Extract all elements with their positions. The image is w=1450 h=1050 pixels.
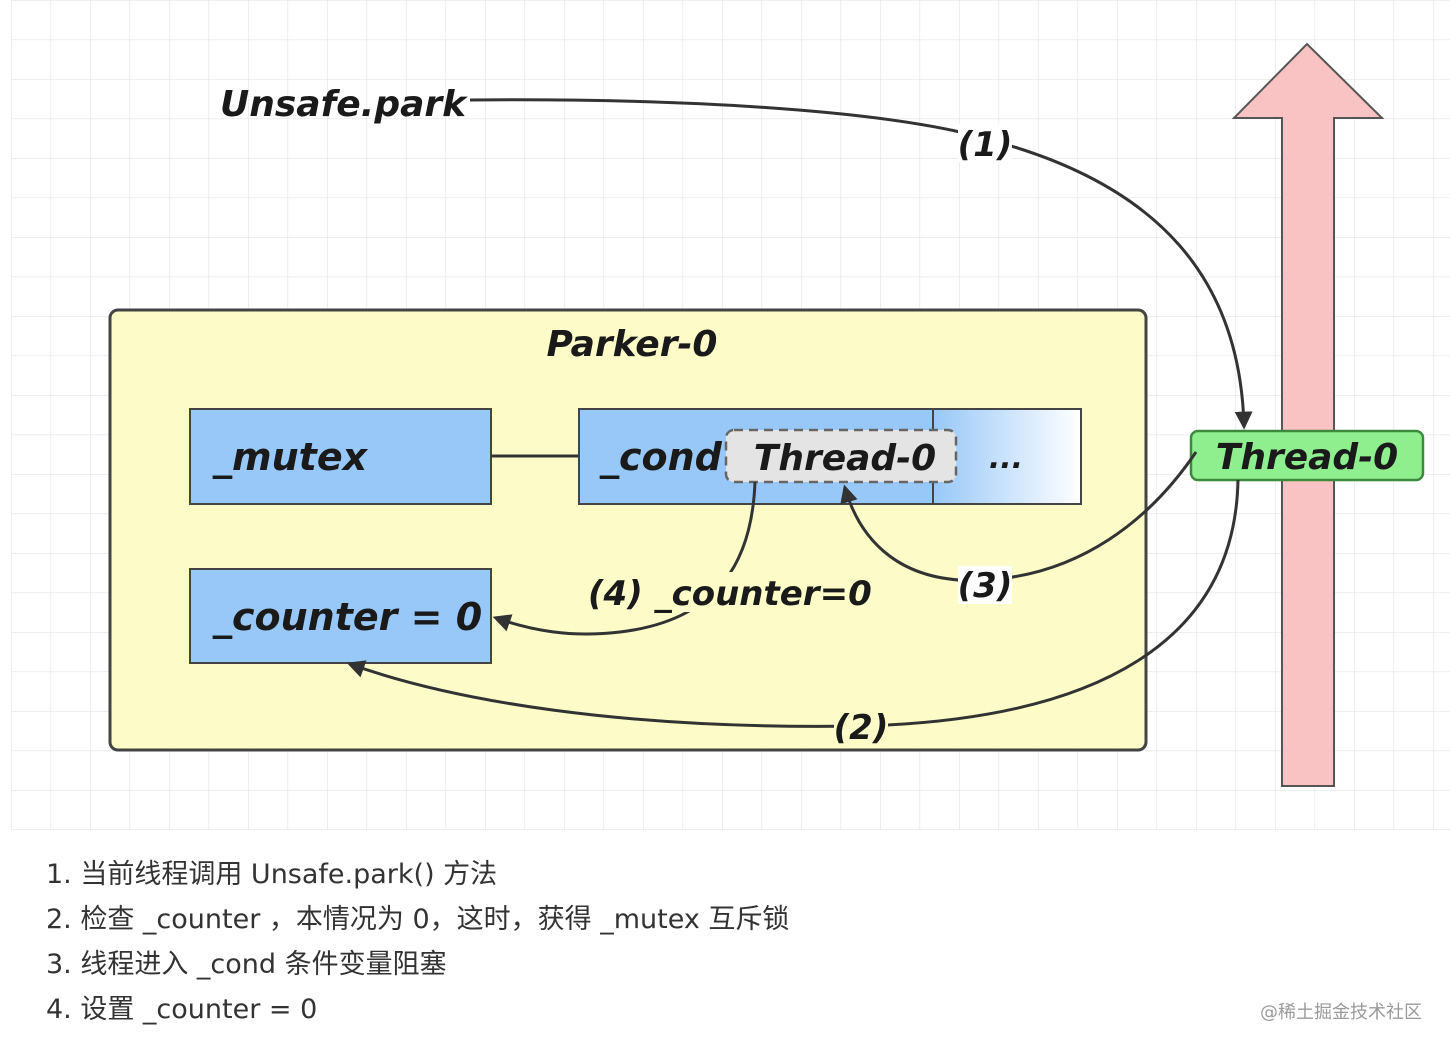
- caller-label: Unsafe.park: [220, 84, 468, 125]
- cond-waiting-thread-box: [724, 428, 958, 484]
- step-1-label-bg: [958, 124, 1012, 162]
- step-4-label-bg: [586, 572, 862, 612]
- cond-label: _cond: [599, 435, 723, 479]
- step-notes: 1. 当前线程调用 Unsafe.park() 方法 2. 检查 _counte…: [46, 852, 789, 1032]
- mutex-label: _mutex: [212, 435, 369, 479]
- counter-box: [189, 568, 492, 664]
- parker-title: Parker-0: [547, 324, 718, 365]
- thread-label: Thread-0: [1216, 437, 1398, 478]
- counter-label: _counter = 0: [212, 595, 482, 639]
- credit-watermark: @稀土掘金技术社区: [1260, 1002, 1422, 1023]
- step-3-label-bg: [958, 566, 1012, 604]
- cond-queue-more-label: ...: [989, 441, 1023, 476]
- cond-queue-more-box: [932, 408, 1082, 505]
- step-1-label: (1): [958, 125, 1013, 165]
- step-2-label: (2): [834, 708, 889, 748]
- parker-box: [108, 308, 1148, 752]
- thread-timeline-arrow: [1231, 42, 1385, 787]
- step-4-label: (4) _counter=0: [588, 574, 872, 614]
- note-item: 4. 设置 _counter = 0: [46, 994, 318, 1025]
- step-3-label: (3): [958, 566, 1013, 606]
- note-item: 1. 当前线程调用 Unsafe.park() 方法: [46, 859, 498, 890]
- step-4-arrow: [492, 481, 757, 636]
- note-item: 2. 检查 _counter ，本情况为 0，这时，获得 _mutex 互斥锁: [46, 904, 790, 935]
- cond-waiting-thread-label: Thread-0: [754, 438, 936, 479]
- step-2-label-bg: [834, 708, 888, 746]
- note-item: 3. 线程进入 _cond 条件变量阻塞: [46, 949, 447, 980]
- parker-diagram: Parker-0 _mutex _cond Thread-0 ... _coun…: [11, 0, 1450, 830]
- thread-box: [1189, 429, 1425, 482]
- mutex-box: [189, 408, 492, 505]
